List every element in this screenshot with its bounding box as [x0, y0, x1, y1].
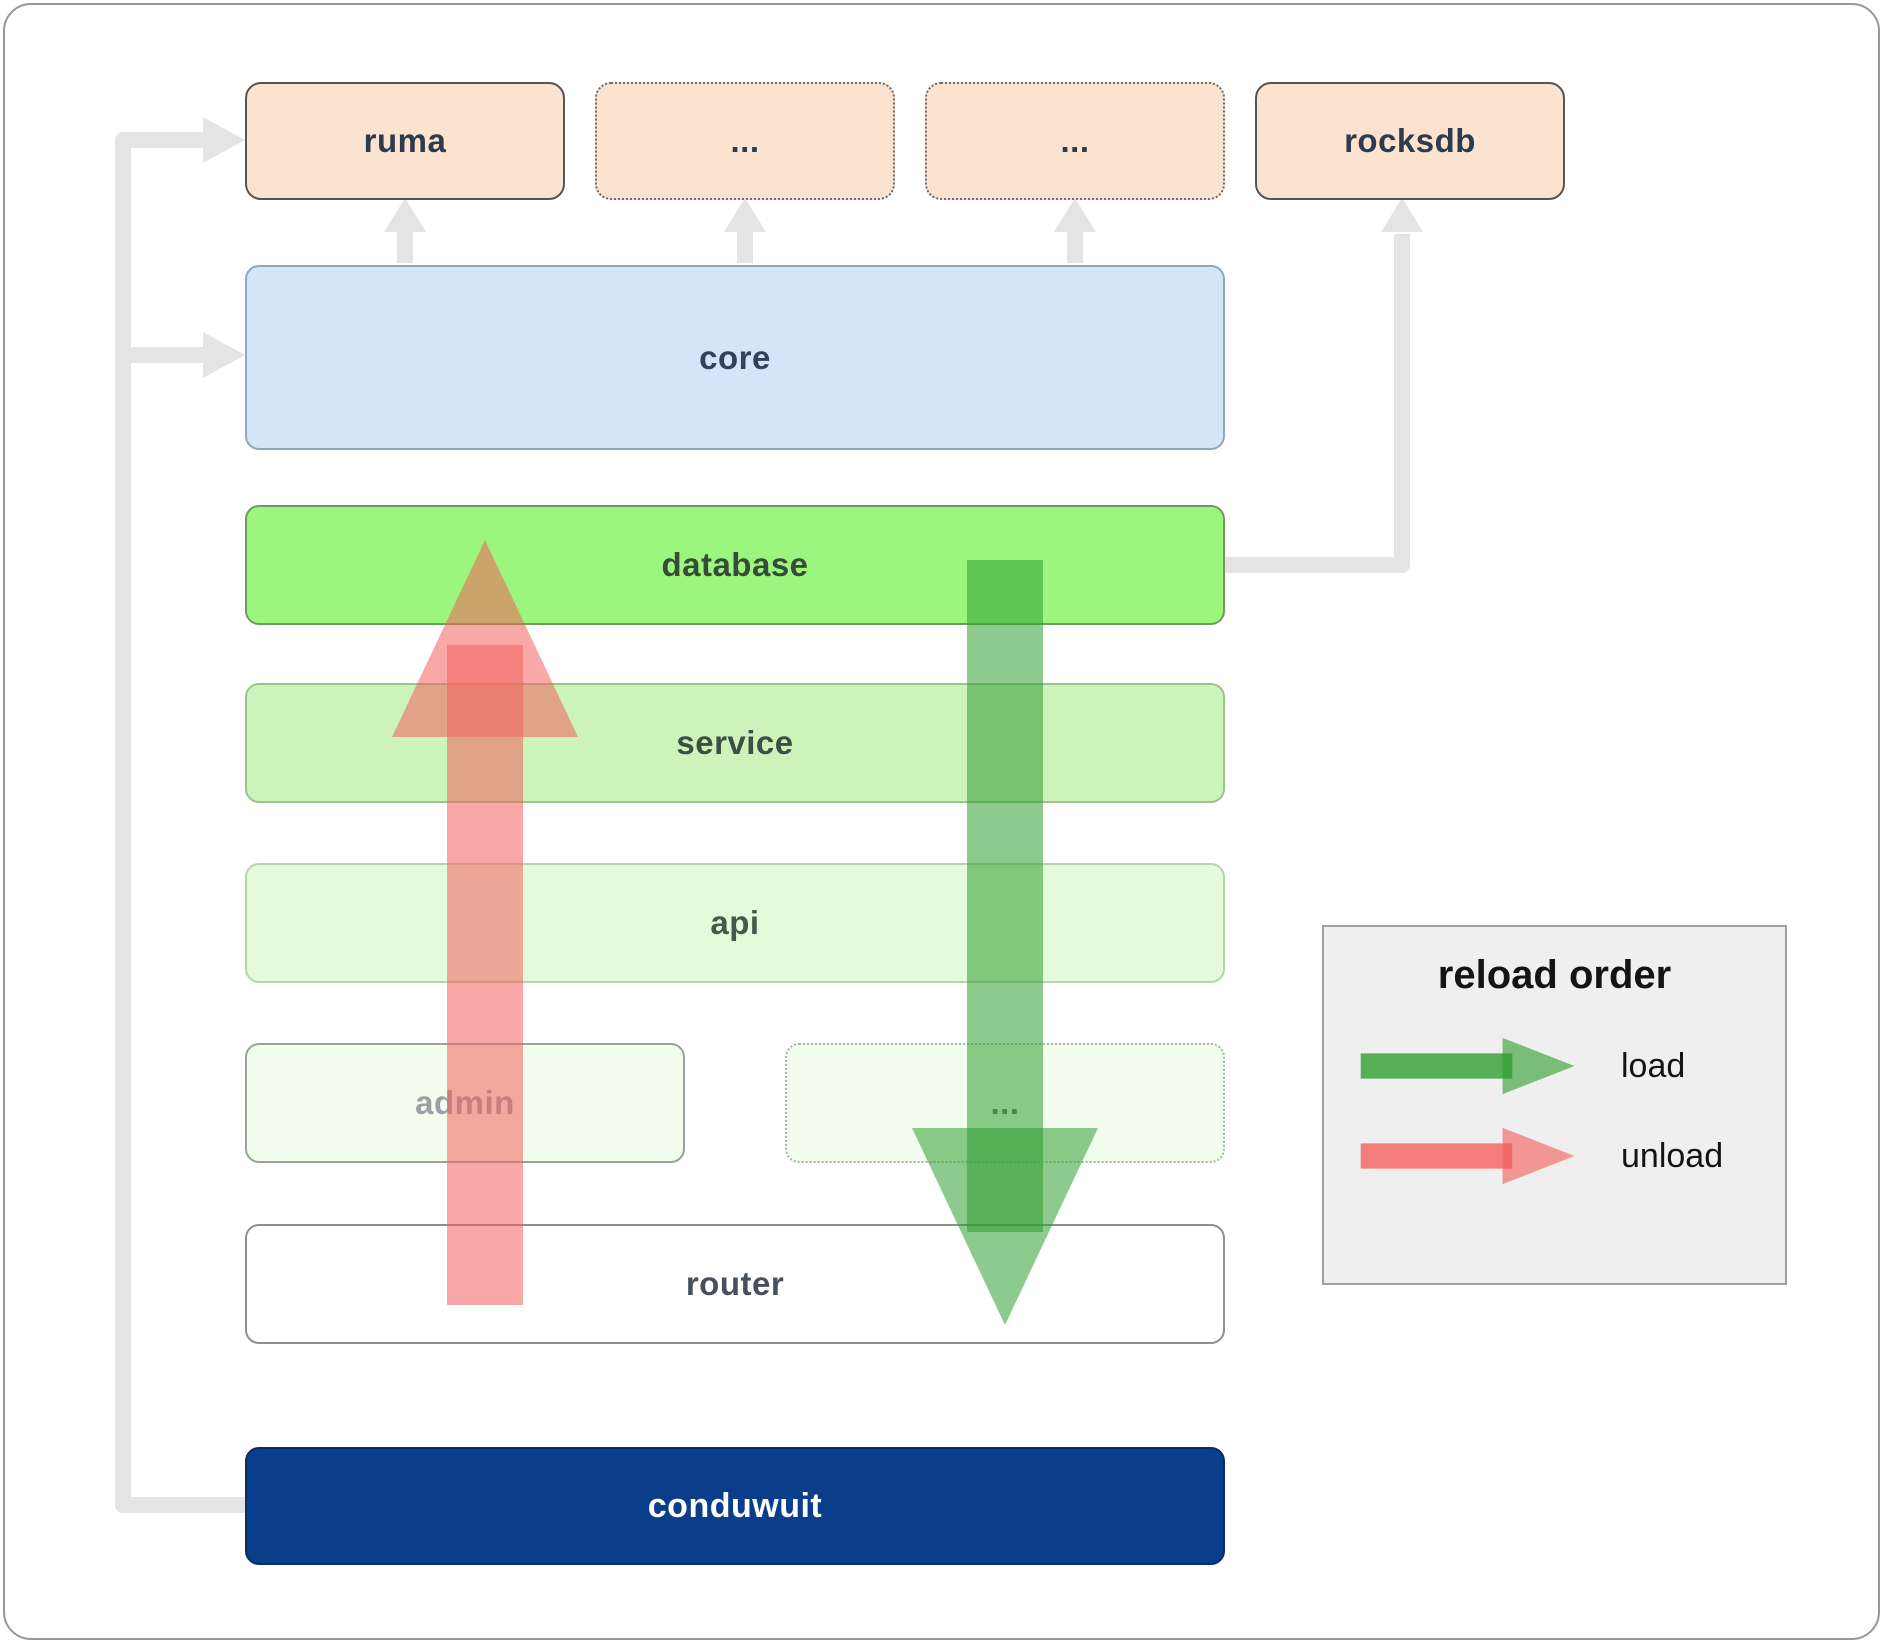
load-arrow-icon	[1360, 1037, 1575, 1095]
node-label: ...	[1060, 122, 1090, 159]
node-database: database	[245, 505, 1225, 625]
node-router: router	[245, 1224, 1225, 1344]
node-ruma: ruma	[245, 82, 565, 200]
legend-row-unload: unload	[1358, 1122, 1751, 1190]
node-core: core	[245, 265, 1225, 450]
node-label: conduwuit	[647, 1486, 823, 1525]
node-label: api	[710, 904, 760, 941]
legend-label-load: load	[1621, 1046, 1686, 1085]
node-admin: admin	[245, 1043, 685, 1163]
legend: reload order load unload	[1322, 925, 1787, 1285]
node-label: database	[661, 546, 809, 583]
node-label: rocksdb	[1344, 122, 1476, 159]
node-service-dots: ...	[785, 1043, 1225, 1163]
legend-title: reload order	[1437, 953, 1672, 997]
node-conduwuit: conduwuit	[245, 1447, 1225, 1565]
legend-label-unload: unload	[1621, 1136, 1724, 1175]
node-dependency-1: ...	[595, 82, 895, 200]
node-label: service	[676, 724, 794, 761]
node-rocksdb: rocksdb	[1255, 82, 1565, 200]
unload-arrow-icon	[1360, 1127, 1575, 1185]
node-label: core	[699, 338, 771, 376]
diagram-frame	[3, 3, 1880, 1640]
node-service: service	[245, 683, 1225, 803]
legend-row-load: load	[1358, 1032, 1751, 1100]
node-label: router	[685, 1265, 785, 1302]
node-label: admin	[415, 1084, 515, 1121]
node-api: api	[245, 863, 1225, 983]
node-label: ruma	[363, 122, 447, 159]
node-dependency-2: ...	[925, 82, 1225, 200]
node-label: ...	[990, 1084, 1020, 1121]
node-label: ...	[730, 122, 760, 159]
